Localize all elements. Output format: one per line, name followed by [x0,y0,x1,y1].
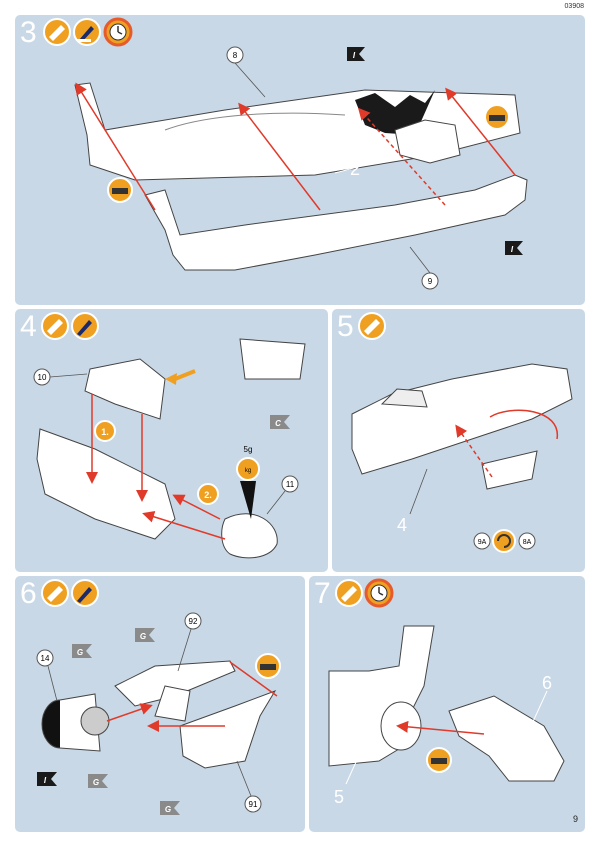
rotate-icon [492,529,516,553]
paint-code-label: G [93,778,99,787]
paint-code-flag: G [88,774,108,788]
callout-8: 8 [226,46,244,64]
drying-clock-icon [103,17,133,47]
step-3-panel: 3 8 9 I I 2 [15,15,585,305]
callout-label: 91 [249,800,258,809]
callout-label: 10 [38,373,47,382]
step-4-panel: 4 1. 2. 5g kg 10 11 C [15,309,328,572]
page-number: 9 [572,814,578,824]
callout-label: 8 [233,51,238,60]
step-5-illustration: 4 9A 8A [351,312,573,553]
step-4-illustration: 1. 2. 5g kg 10 11 C [33,312,306,559]
paint-code-flag: I [347,47,365,61]
paint-code-flag: G [160,801,180,815]
step-6-panel: 6 14 92 91 G G G G I [15,576,305,832]
callout-9A: 9A [473,532,491,550]
paint-code-label: G [77,648,83,657]
direction-arrow-icon [174,369,196,381]
stand-icon [107,177,133,203]
callout-9: 9 [421,272,439,290]
stand-icon [255,653,281,679]
callout-92: 92 [184,612,202,630]
callout-10: 10 [33,368,51,386]
step-3-illustration: 8 9 I I 2 [43,17,528,290]
paint-code-flag: C [270,415,290,429]
paint-code-flag: I [37,772,57,786]
step-6-illustration: 14 92 91 G G G G I [36,579,281,815]
order-marker-2: 2. [197,483,219,505]
glue-tube-icon [358,312,386,340]
order-marker-1: 1. [94,420,116,442]
glue-tube-icon [335,579,363,607]
step-number: 6 [20,577,37,610]
step-number: 5 [337,310,354,343]
weight-icon: kg [236,457,260,481]
callout-label: 8A [523,539,532,546]
callout-14: 14 [36,649,54,667]
paint-code-flag: I [505,241,523,255]
glue-tube-icon [41,312,69,340]
order-label: 2. [204,490,212,500]
paint-code-label: I [511,245,514,254]
callout-label: 9A [478,539,487,546]
step-number: 4 [20,310,37,343]
glue-tube-icon [41,579,69,607]
weight-amount: 5g [244,445,253,454]
paint-code-label: G [165,805,171,814]
callout-8A: 8A [518,532,536,550]
paint-code-label: C [275,419,281,428]
stand-icon [426,747,452,773]
callout-91: 91 [244,795,262,813]
stand-icon [484,104,510,130]
drying-clock-icon [364,578,394,608]
paint-code-label: I [353,51,356,60]
step-number: 7 [314,577,331,610]
side-label: 5 [334,787,344,807]
side-label: 2 [350,159,360,179]
callout-label: 92 [189,617,198,626]
paint-code-flag: G [72,644,92,658]
paint-brush-icon [71,579,99,607]
callout-label: 11 [286,480,295,489]
paint-code-flag: G [135,628,155,642]
callout-label: 9 [428,277,433,286]
weight-unit: kg [245,468,251,474]
assembly-arrow [238,102,321,211]
side-label: 4 [397,515,407,535]
callout-11: 11 [281,475,299,493]
paint-code-label: G [140,632,146,641]
paint-code-label: I [44,776,47,785]
glue-tube-icon [43,18,71,46]
step-7-illustration: 6 5 [328,578,565,807]
callout-label: 14 [41,654,50,663]
step-5-panel: 5 4 9A 8A [332,309,585,572]
assembly-arrow [357,107,446,206]
product-code: 03908 [564,3,584,10]
side-label: 6 [542,673,552,693]
paint-brush-icon [73,18,101,46]
step-number: 3 [20,16,37,49]
paint-brush-icon [71,312,99,340]
step-7-panel: 7 6 5 [309,576,585,832]
assembly-arrow [75,82,156,211]
assembly-arrow [445,87,516,176]
order-label: 1. [101,427,109,437]
